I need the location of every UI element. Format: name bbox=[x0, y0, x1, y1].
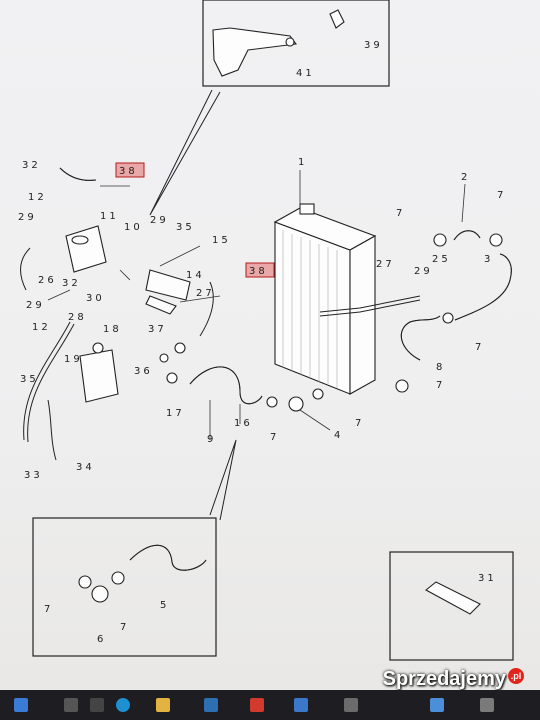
callout-38: 38 bbox=[119, 166, 138, 177]
callout-27-b: 27 bbox=[196, 288, 215, 299]
callout-12-b: 12 bbox=[32, 322, 51, 333]
callout-26: 26 bbox=[38, 275, 57, 286]
callout-36: 36 bbox=[134, 366, 153, 377]
callout-35-b: 35 bbox=[176, 222, 195, 233]
pipe-27 bbox=[319, 295, 421, 313]
callout-29-c: 29 bbox=[150, 215, 169, 226]
callout-16: 16 bbox=[234, 418, 253, 429]
highlight-38 bbox=[115, 162, 145, 178]
callout-28: 28 bbox=[68, 312, 87, 323]
app-icon[interactable] bbox=[344, 698, 358, 712]
app-icon[interactable] bbox=[430, 698, 444, 712]
windows-start-icon[interactable] bbox=[14, 698, 28, 712]
callout-33: 33 bbox=[24, 470, 43, 481]
clamp-7 bbox=[433, 233, 447, 247]
callout-2: 2 bbox=[461, 172, 470, 183]
bracket-37 bbox=[145, 295, 177, 315]
callout-7-g: 7 bbox=[44, 604, 53, 615]
watermark-text: Sprzedajemy bbox=[382, 668, 506, 690]
inset-frame-bottom bbox=[32, 517, 217, 657]
highlight-38-second bbox=[245, 262, 275, 278]
search-icon[interactable] bbox=[64, 698, 78, 712]
mounting-bracket bbox=[212, 27, 298, 77]
callout-7-h: 7 bbox=[120, 622, 129, 633]
callout-15: 15 bbox=[212, 235, 231, 246]
callout-29-d: 29 bbox=[414, 266, 433, 277]
callout-31: 31 bbox=[478, 573, 497, 584]
pipe-34 bbox=[47, 399, 57, 461]
hose-26 bbox=[20, 247, 31, 291]
hose-8 bbox=[400, 315, 441, 361]
hose-5 bbox=[129, 544, 207, 571]
callout-7: 7 bbox=[497, 190, 506, 201]
callout-7-d: 7 bbox=[436, 380, 445, 391]
callout-32-b: 32 bbox=[62, 278, 81, 289]
overflow-reservoir bbox=[79, 349, 119, 403]
task-view-icon[interactable] bbox=[90, 698, 104, 712]
lower-hose-outline bbox=[189, 366, 263, 405]
callout-30: 30 bbox=[86, 293, 105, 304]
callout-6: 6 bbox=[97, 634, 106, 645]
callout-8: 8 bbox=[436, 362, 445, 373]
callout-10: 10 bbox=[124, 222, 143, 233]
radiator-side-tank bbox=[349, 235, 376, 395]
radiator-core bbox=[274, 221, 351, 395]
callout-1: 1 bbox=[298, 157, 307, 168]
callout-29: 29 bbox=[18, 212, 37, 223]
callout-35: 35 bbox=[20, 374, 39, 385]
callout-18: 18 bbox=[103, 324, 122, 335]
bracket-14 bbox=[145, 269, 191, 301]
clip bbox=[329, 9, 345, 29]
callout-7-f: 7 bbox=[270, 432, 279, 443]
callout-32: 32 bbox=[22, 160, 41, 171]
callout-4: 4 bbox=[334, 430, 343, 441]
callout-3: 3 bbox=[484, 254, 493, 265]
edge-icon[interactable] bbox=[116, 698, 130, 712]
gasket-31 bbox=[425, 581, 481, 615]
site-watermark: Sprzedajemy.pl bbox=[383, 668, 524, 691]
callout-17: 17 bbox=[166, 408, 185, 419]
callout-27: 27 bbox=[376, 259, 395, 270]
callout-7-b: 7 bbox=[396, 208, 405, 219]
parts-diagram-sheet bbox=[0, 0, 540, 690]
store-icon[interactable] bbox=[204, 698, 218, 712]
taskbar bbox=[0, 690, 540, 720]
callout-5: 5 bbox=[160, 600, 169, 611]
explorer-icon[interactable] bbox=[156, 698, 170, 712]
callout-37: 37 bbox=[148, 324, 167, 335]
callout-29-b: 29 bbox=[26, 300, 45, 311]
callout-34: 34 bbox=[76, 462, 95, 473]
pipe-28 bbox=[23, 321, 71, 441]
callout-25: 25 bbox=[432, 254, 451, 265]
pipe-15 bbox=[199, 281, 214, 337]
callout-7-e: 7 bbox=[355, 418, 364, 429]
cooling-system-exploded-diagram: 1 2 3 4 5 6 7 7 7 7 7 7 7 7 8 9 10 11 12… bbox=[18, 0, 514, 661]
watermark-badge: .pl bbox=[508, 668, 524, 684]
callout-38-b: 38 bbox=[249, 266, 268, 277]
hose-3 bbox=[454, 253, 512, 321]
callout-11: 11 bbox=[100, 211, 119, 222]
callout-14: 14 bbox=[186, 270, 205, 281]
callout-41: 41 bbox=[296, 68, 315, 79]
expansion-tank bbox=[65, 225, 107, 273]
app-icon[interactable] bbox=[480, 698, 494, 712]
app-icon[interactable] bbox=[294, 698, 308, 712]
callout-39: 39 bbox=[364, 40, 383, 51]
callout-12: 12 bbox=[28, 192, 47, 203]
callout-9: 9 bbox=[207, 434, 216, 445]
acrobat-icon[interactable] bbox=[250, 698, 264, 712]
lower-hose bbox=[189, 366, 263, 405]
inset-pointer-top bbox=[149, 89, 221, 216]
inset-pointer-bottom bbox=[209, 439, 237, 521]
hose-32 bbox=[59, 167, 97, 181]
inset-frame-right bbox=[389, 551, 514, 661]
inset-frame-top bbox=[202, 0, 390, 87]
elbow-hose-2 bbox=[453, 230, 481, 241]
radiator-filler-neck bbox=[299, 203, 315, 215]
callout-7-c: 7 bbox=[475, 342, 484, 353]
callout-19: 19 bbox=[64, 354, 83, 365]
